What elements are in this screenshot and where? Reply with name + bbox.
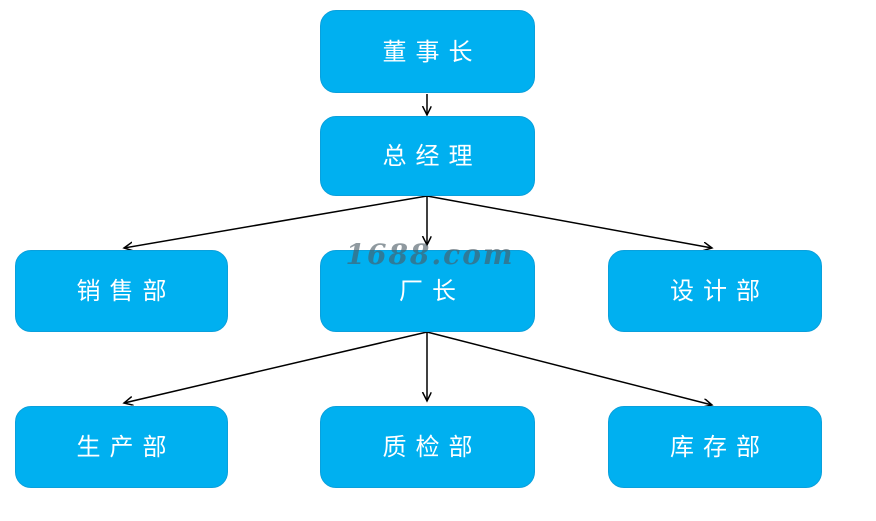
- org-node-production-dept: 生产部: [15, 406, 228, 488]
- org-node-label: 董事长: [382, 37, 482, 66]
- watermark-1688: 1688.com: [345, 238, 515, 271]
- org-node-label: 库存部: [670, 433, 769, 461]
- edge-factory-to-production: [124, 331, 428, 403]
- org-node-label: 销售部: [76, 277, 176, 305]
- org-node-design-dept: 设计部: [608, 250, 822, 332]
- org-node-label: 总经理: [382, 142, 482, 170]
- org-node-label: 设计部: [670, 277, 769, 305]
- org-node-general-manager: 总经理: [320, 116, 535, 196]
- org-node-label: 质检部: [382, 433, 482, 461]
- org-node-sales-dept: 销售部: [15, 250, 228, 332]
- org-node-quality-dept: 质检部: [320, 406, 535, 488]
- org-node-inventory-dept: 库存部: [608, 406, 822, 488]
- org-node-label: 生产部: [76, 433, 176, 461]
- edge-factory-to-inventory: [426, 331, 712, 405]
- org-node-factory-director: 厂长: [320, 250, 535, 332]
- org-node-chairman: 董事长: [320, 10, 535, 93]
- org-node-label: 厂长: [399, 277, 465, 305]
